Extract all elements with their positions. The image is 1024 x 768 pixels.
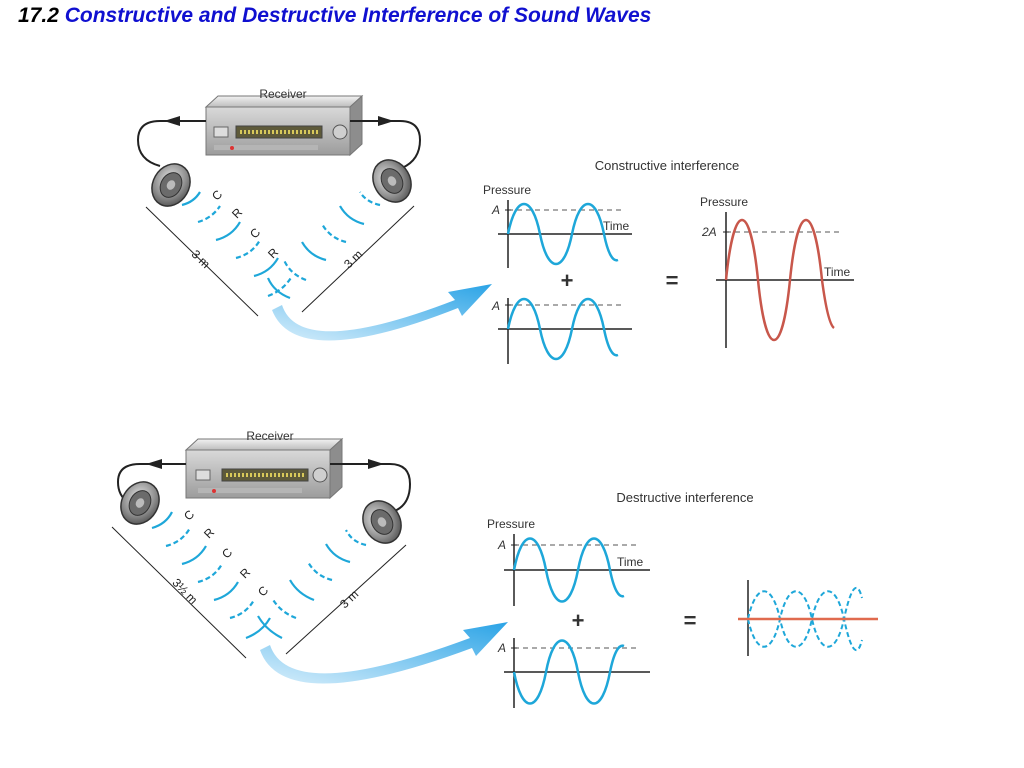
wave-graph-1: Pressure A Time <box>483 183 632 268</box>
y-axis-label: Pressure <box>487 517 535 531</box>
flow-arrow <box>272 284 492 341</box>
y-axis-label: Pressure <box>700 195 748 209</box>
wavefronts-left <box>151 511 271 640</box>
x-axis-label: Time <box>824 265 851 279</box>
speaker-right <box>372 159 412 203</box>
destructive-section: Receiver 3½ m 3 m <box>111 429 878 708</box>
dashed-wave-b <box>747 586 863 648</box>
cable-arrow-left <box>146 459 162 469</box>
cable-arrow-left <box>164 116 180 126</box>
y-axis-label: Pressure <box>483 183 531 197</box>
cable-right <box>350 120 422 169</box>
distance-label-left: 3½ m <box>169 576 200 607</box>
plus-sign: + <box>572 608 585 633</box>
amplitude-label: A <box>497 538 506 552</box>
speaker-left <box>120 481 160 525</box>
distance-line-left <box>145 206 259 317</box>
wave-graph-2: A <box>491 297 632 364</box>
constructive-section: Receiver 3 m 3 m <box>136 87 854 364</box>
wave-label: R <box>201 525 217 541</box>
distance-label-right: 3 m <box>337 587 361 611</box>
receiver-device <box>204 94 364 157</box>
amplitude-label: A <box>491 299 500 313</box>
wave-curve <box>506 202 619 266</box>
cable-right <box>330 463 412 513</box>
amplitude-label: A <box>497 641 506 655</box>
wave-curve <box>512 537 625 603</box>
wave-label: C <box>219 545 235 561</box>
flow-arrow <box>260 622 508 684</box>
result-graph <box>738 580 878 656</box>
amplitude-label: A <box>491 203 500 217</box>
plus-sign: + <box>561 268 574 293</box>
cable-left <box>136 120 206 167</box>
cable-arrow-right <box>368 459 384 469</box>
distance-line-left <box>111 526 247 659</box>
wave-label: R <box>265 245 281 261</box>
distance-line-right <box>285 544 407 655</box>
wavefronts-left <box>181 191 293 298</box>
slide-title: 17.2 Constructive and Destructive Interf… <box>18 4 651 28</box>
wave-graph-1: Pressure A Time <box>487 517 650 606</box>
wave-label: R <box>229 205 245 221</box>
amplitude-label: 2A <box>701 225 717 239</box>
wave-curve <box>506 297 619 361</box>
cable-arrow-right <box>378 116 394 126</box>
distance-line-right <box>301 205 415 313</box>
result-graph: Pressure 2A Time <box>700 195 854 348</box>
wave-label: C <box>209 187 225 203</box>
x-axis-label: Time <box>603 219 630 233</box>
wave-label: R <box>237 565 253 581</box>
panel-title: Constructive interference <box>595 158 740 173</box>
section-number: 17.2 <box>18 4 59 27</box>
speaker-left <box>151 163 191 207</box>
receiver-label: Receiver <box>259 87 306 101</box>
wavefronts-right <box>266 191 381 300</box>
x-axis-label: Time <box>617 555 644 569</box>
equals-sign: = <box>666 268 679 293</box>
wave-label: C <box>247 225 263 241</box>
wave-label: C <box>255 583 271 599</box>
wave-curve <box>512 639 625 705</box>
equals-sign: = <box>684 608 697 633</box>
receiver-device <box>184 437 344 500</box>
dashed-wave-a <box>747 590 863 652</box>
distance-label-right: 3 m <box>341 247 365 271</box>
distance-label-left: 3 m <box>189 247 213 271</box>
panel-title: Destructive interference <box>616 490 753 505</box>
resultant-curve <box>724 218 835 342</box>
wavefronts-right <box>257 529 367 639</box>
section-title: Constructive and Destructive Interferenc… <box>64 4 652 27</box>
receiver-label: Receiver <box>246 429 293 443</box>
speaker-right <box>362 500 402 544</box>
wave-label: C <box>181 507 197 523</box>
wave-graph-2: A <box>497 638 650 708</box>
